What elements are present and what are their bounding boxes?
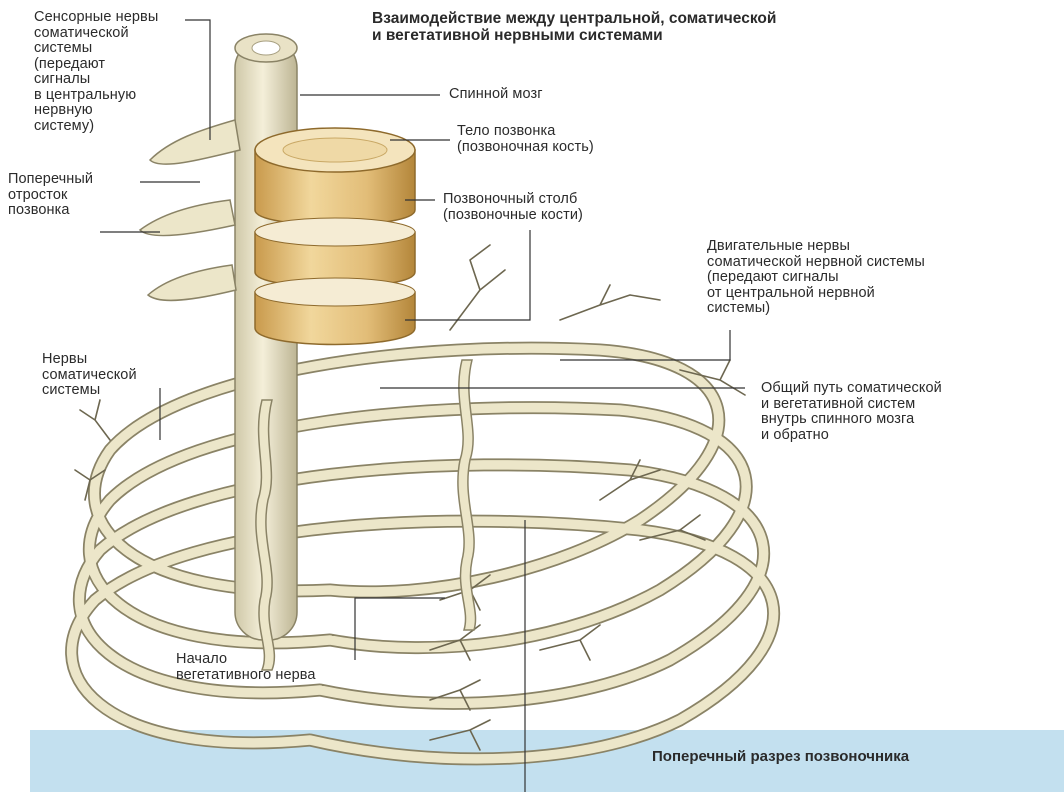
label-vertebral-body: Тело позвонка (позвоночная кость) bbox=[457, 124, 594, 155]
label-transverse-process: Поперечный отросток позвонка bbox=[8, 172, 93, 219]
label-motor-nerves: Двигательные нервы соматической нервной … bbox=[707, 239, 925, 317]
nerve-loops bbox=[72, 348, 774, 759]
label-somatic-nerves: Нервы соматической системы bbox=[42, 352, 137, 399]
label-common-path: Общий путь соматической и вегетативной с… bbox=[761, 381, 942, 443]
cross-section-title: Поперечный разрез позвоночника bbox=[652, 748, 909, 765]
diagram-title: Взаимодействие между центральной, сомати… bbox=[372, 10, 776, 44]
label-sensory-nerves: Сенсорные нервы соматической системы (пе… bbox=[34, 10, 158, 134]
label-vertebral-column: Позвоночный столб (позвоночные кости) bbox=[443, 192, 583, 223]
label-spinal-cord: Спинной мозг bbox=[449, 87, 543, 103]
vertebral-bodies bbox=[255, 128, 415, 345]
transverse-processes bbox=[140, 120, 240, 300]
label-autonomic-start: Начало вегетативного нерва bbox=[176, 652, 316, 683]
